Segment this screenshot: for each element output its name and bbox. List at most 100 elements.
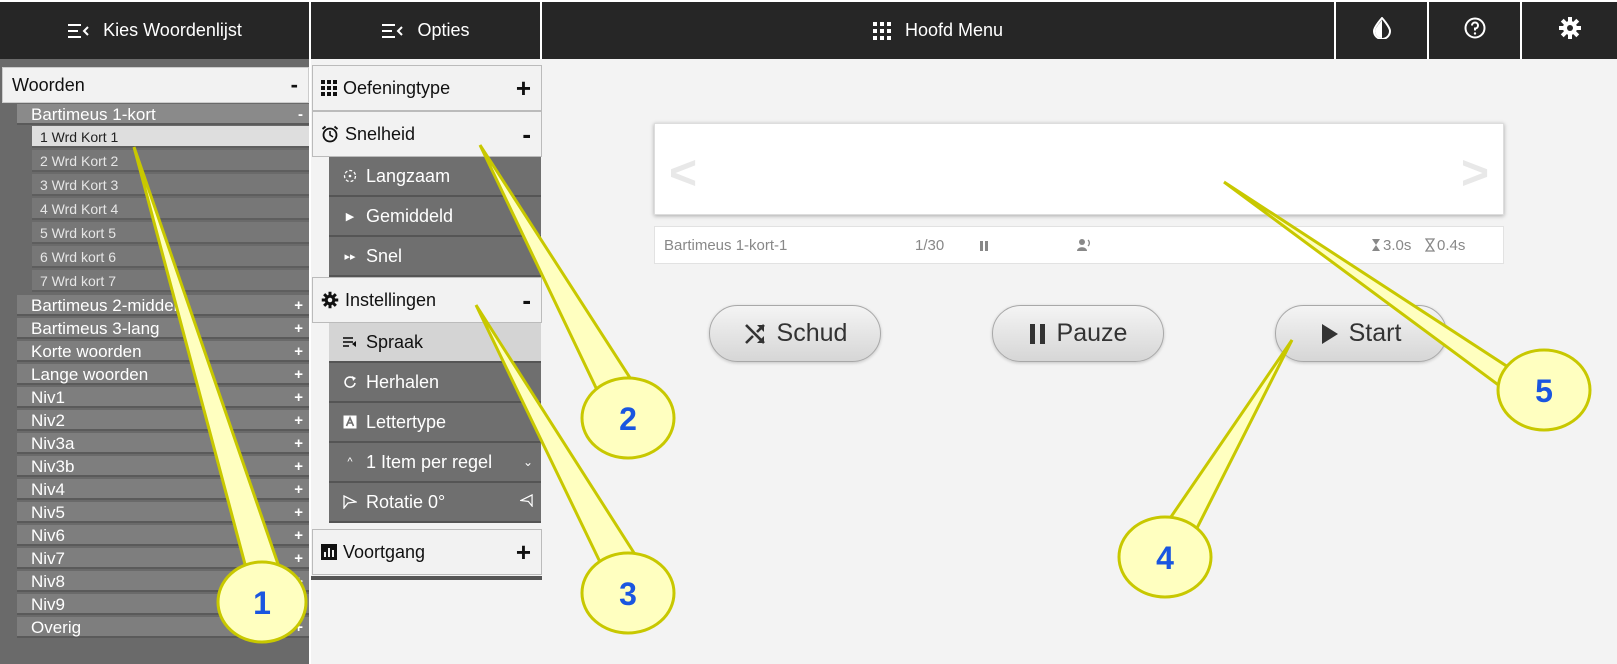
setting-repeat[interactable]: Herhalen bbox=[329, 363, 541, 403]
group-label: Bartimeus 2-middel bbox=[31, 296, 178, 315]
wordlist-header-label: Woorden bbox=[12, 75, 85, 95]
chevron-left-icon[interactable]: < bbox=[669, 147, 698, 200]
wordlist-group[interactable]: Niv6 + bbox=[17, 525, 309, 546]
group-toggle[interactable]: + bbox=[294, 366, 303, 383]
group-toggle[interactable]: + bbox=[294, 481, 303, 498]
group-toggle[interactable]: + bbox=[294, 412, 303, 429]
speed-option-medium[interactable]: ▶ Gemiddeld bbox=[329, 197, 541, 237]
group-label: Niv6 bbox=[31, 526, 66, 545]
speed-option-fast[interactable]: ▸▸ Snel bbox=[329, 237, 541, 277]
shuffle-button[interactable]: Schud bbox=[709, 305, 881, 362]
group-toggle[interactable]: + bbox=[294, 619, 303, 636]
chevron-down-icon[interactable]: ⌄ bbox=[522, 455, 533, 469]
group-toggle[interactable]: + bbox=[294, 573, 303, 590]
section-exercise-type[interactable]: Oefeningtype + bbox=[312, 65, 542, 111]
rotate-direction-icon[interactable] bbox=[518, 493, 533, 510]
wordlist-group[interactable]: Korte woorden+ bbox=[17, 341, 309, 362]
section-settings[interactable]: Instellingen - bbox=[312, 277, 542, 323]
wordlist-group[interactable]: Niv5+ bbox=[17, 502, 309, 523]
pause-time: 0.4s bbox=[1437, 237, 1466, 254]
speed-option-slow[interactable]: Langzaam bbox=[329, 157, 541, 197]
word-item[interactable]: 6 Wrd kort 6 bbox=[32, 246, 309, 268]
gear-icon bbox=[1558, 16, 1582, 45]
expand-toggle[interactable]: + bbox=[515, 536, 531, 567]
wordlist-group[interactable]: Lange woorden+ bbox=[17, 364, 309, 385]
pause-label: Pauze bbox=[1056, 319, 1128, 347]
group-toggle[interactable]: + bbox=[294, 527, 303, 544]
pause-button[interactable]: Pauze bbox=[992, 305, 1164, 362]
wordlist-group[interactable]: Bartimeus 2-middel + bbox=[17, 295, 309, 316]
group-toggle[interactable]: + bbox=[294, 343, 303, 360]
word-label: 2 Wrd Kort 2 bbox=[40, 153, 119, 169]
wordlist-group[interactable]: Niv3b+ bbox=[17, 456, 309, 477]
group-label: Bartimeus 1-kort bbox=[31, 105, 156, 124]
wordlist-group[interactable]: Niv8 + bbox=[17, 571, 309, 592]
section-label: Oefeningtype bbox=[343, 77, 451, 98]
choose-wordlist-button[interactable]: Kies Woordenlijst bbox=[0, 2, 311, 59]
word-item[interactable]: 3 Wrd Kort 3 bbox=[32, 174, 309, 196]
group-toggle[interactable]: + bbox=[294, 550, 303, 567]
callout-bubble-2 bbox=[580, 376, 676, 460]
group-toggle[interactable]: + bbox=[294, 504, 303, 521]
option-label: Spraak bbox=[366, 331, 424, 352]
top-bar: Kies Woordenlijst Opties Hoofd Menu bbox=[0, 0, 1617, 59]
settings-button[interactable] bbox=[1522, 2, 1617, 59]
wordlist-header[interactable]: Woorden - bbox=[2, 67, 309, 103]
word-item[interactable]: 4 Wrd Kort 4 bbox=[32, 198, 309, 220]
word-item[interactable]: 5 Wrd kort 5 bbox=[32, 222, 309, 244]
wordlist-group[interactable]: Niv7 + bbox=[17, 548, 309, 569]
options-button[interactable]: Opties bbox=[311, 2, 542, 59]
contrast-button[interactable] bbox=[1336, 2, 1429, 59]
setting-speech[interactable]: Spraak bbox=[329, 323, 541, 363]
group-toggle[interactable]: + bbox=[294, 458, 303, 475]
word-display: < > bbox=[654, 123, 1504, 215]
repeat-icon bbox=[343, 375, 357, 389]
caret-up-icon: ^ bbox=[347, 456, 353, 468]
section-speed[interactable]: Snelheid - bbox=[312, 111, 542, 157]
rotate-icon bbox=[343, 495, 357, 509]
grid-icon bbox=[321, 80, 337, 96]
start-button[interactable]: Start bbox=[1275, 305, 1447, 362]
setting-font[interactable]: Lettertype bbox=[329, 403, 541, 443]
help-icon bbox=[1464, 17, 1486, 44]
expand-toggle[interactable]: + bbox=[515, 72, 531, 103]
collapse-toggle[interactable]: - bbox=[290, 72, 298, 97]
group-toggle[interactable]: + bbox=[294, 435, 303, 452]
word-item[interactable]: 7 Wrd kort 7 bbox=[32, 270, 309, 292]
setting-rotation[interactable]: Rotatie 0° bbox=[329, 483, 541, 523]
wordlist-group[interactable]: Niv4+ bbox=[17, 479, 309, 500]
group-toggle[interactable]: + bbox=[294, 297, 303, 314]
group-toggle[interactable]: + bbox=[294, 389, 303, 406]
word-label: 6 Wrd kort 6 bbox=[40, 249, 116, 265]
menu-collapse-icon bbox=[381, 23, 404, 39]
callout-bubble-3 bbox=[580, 551, 676, 635]
options-panel: Oefeningtype + Snelheid - Langzaam ▶ Gem… bbox=[311, 59, 542, 580]
main-menu-button[interactable]: Hoofd Menu bbox=[542, 2, 1336, 59]
callout-pointer-4 bbox=[1159, 339, 1294, 532]
chevron-right-icon[interactable]: > bbox=[1460, 147, 1489, 200]
wordlist-group[interactable]: Niv1+ bbox=[17, 387, 309, 408]
wordlist-group[interactable]: Overig+ bbox=[17, 617, 309, 638]
wordlist-group[interactable]: Niv2+ bbox=[17, 410, 309, 431]
wordlist-group-open[interactable]: Bartimeus 1-kort - bbox=[17, 104, 309, 125]
group-label: Niv3a bbox=[31, 434, 75, 453]
group-toggle[interactable]: + bbox=[294, 596, 303, 613]
group-label: Niv8 bbox=[31, 572, 66, 591]
section-label: Instellingen bbox=[345, 289, 437, 310]
wordlist-group[interactable]: Niv3a + bbox=[17, 433, 309, 454]
play-icon bbox=[1321, 323, 1339, 345]
group-toggle[interactable]: - bbox=[298, 106, 303, 123]
group-label: Bartimeus 3-lang bbox=[31, 319, 160, 338]
group-label: Niv7 bbox=[31, 549, 66, 568]
section-progress[interactable]: Voortgang + bbox=[312, 529, 542, 575]
collapse-toggle[interactable]: - bbox=[522, 284, 531, 315]
word-item[interactable]: 1 Wrd Kort 1 bbox=[32, 126, 309, 148]
word-item[interactable]: 2 Wrd Kort 2 bbox=[32, 150, 309, 172]
setting-items-per-line[interactable]: ^ 1 Item per regel ⌄ bbox=[329, 443, 541, 483]
help-button[interactable] bbox=[1429, 2, 1522, 59]
word-label: 1 Wrd Kort 1 bbox=[40, 129, 119, 145]
collapse-toggle[interactable]: - bbox=[522, 118, 531, 149]
group-toggle[interactable]: + bbox=[294, 320, 303, 337]
wordlist-group[interactable]: Bartimeus 3-lang + bbox=[17, 318, 309, 339]
wordlist-group[interactable]: Niv9+ bbox=[17, 594, 309, 615]
